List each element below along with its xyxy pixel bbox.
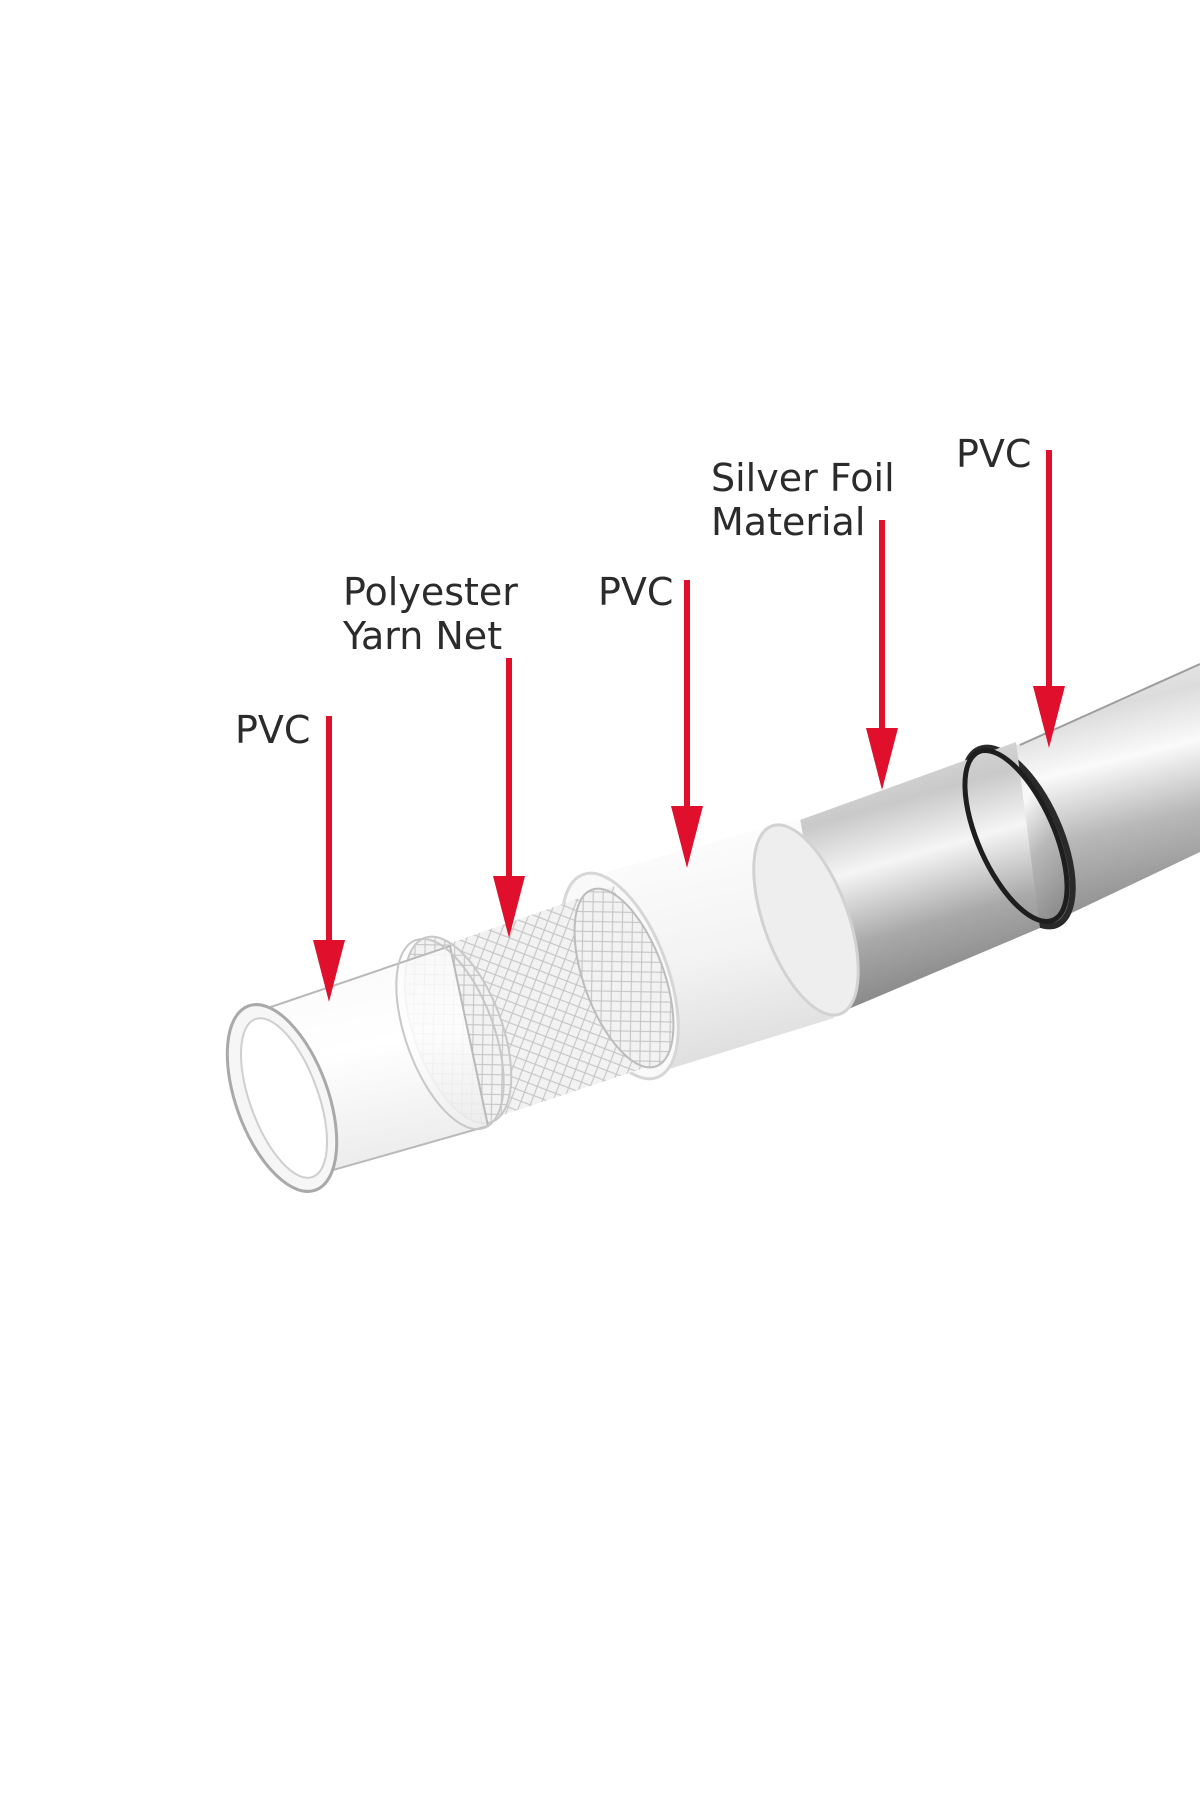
- label-yarn-net-line1: Polyester: [343, 570, 518, 614]
- label-outer-pvc: PVC: [956, 432, 1031, 476]
- callout-arrows: [313, 450, 1065, 1002]
- arrow-yarn-net: [493, 658, 525, 938]
- arrow-silver-foil: [866, 520, 898, 790]
- label-middle-pvc: PVC: [598, 570, 673, 614]
- label-silver-foil-line1: Silver Foil: [711, 456, 895, 500]
- label-inner-pvc-text: PVC: [235, 708, 311, 752]
- label-middle-pvc-text: PVC: [598, 570, 674, 614]
- arrow-middle-pvc: [671, 580, 703, 868]
- arrow-outer-pvc: [1033, 450, 1065, 748]
- label-inner-pvc: PVC: [235, 708, 310, 752]
- label-yarn-net-line2: Yarn Net: [343, 614, 503, 658]
- label-silver-foil-line2: Material: [711, 500, 866, 544]
- arrow-inner-pvc: [313, 716, 345, 1002]
- label-outer-pvc-text: PVC: [956, 432, 1032, 476]
- label-yarn-net: Polyester Yarn Net: [343, 570, 518, 658]
- inner-pvc-layer: [225, 937, 505, 1193]
- label-silver-foil: Silver Foil Material: [711, 456, 895, 544]
- silver-foil-layer: [800, 742, 1070, 1016]
